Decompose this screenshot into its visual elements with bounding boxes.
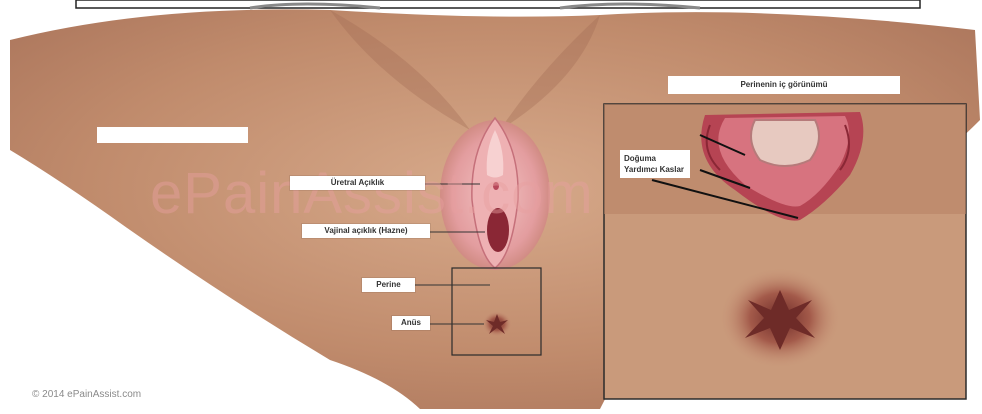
watermark: ePainAssist.com — [150, 160, 594, 227]
label-perine: Perine — [362, 278, 415, 292]
copyright: © 2014 ePainAssist.com — [32, 389, 141, 400]
top-frame — [76, 0, 920, 8]
label-anus: Anüs — [392, 316, 430, 330]
inset-panel — [604, 104, 966, 399]
label-birth-muscles: Doğuma Yardımcı Kaslar — [620, 150, 690, 178]
inset-title: Perinenin iç görünümü — [668, 76, 900, 94]
label-urethral-opening: Üretral Açıklık — [290, 176, 425, 190]
label-vaginal-opening: Vajinal açıklık (Hazne) — [302, 224, 430, 238]
blank-label — [97, 127, 248, 143]
